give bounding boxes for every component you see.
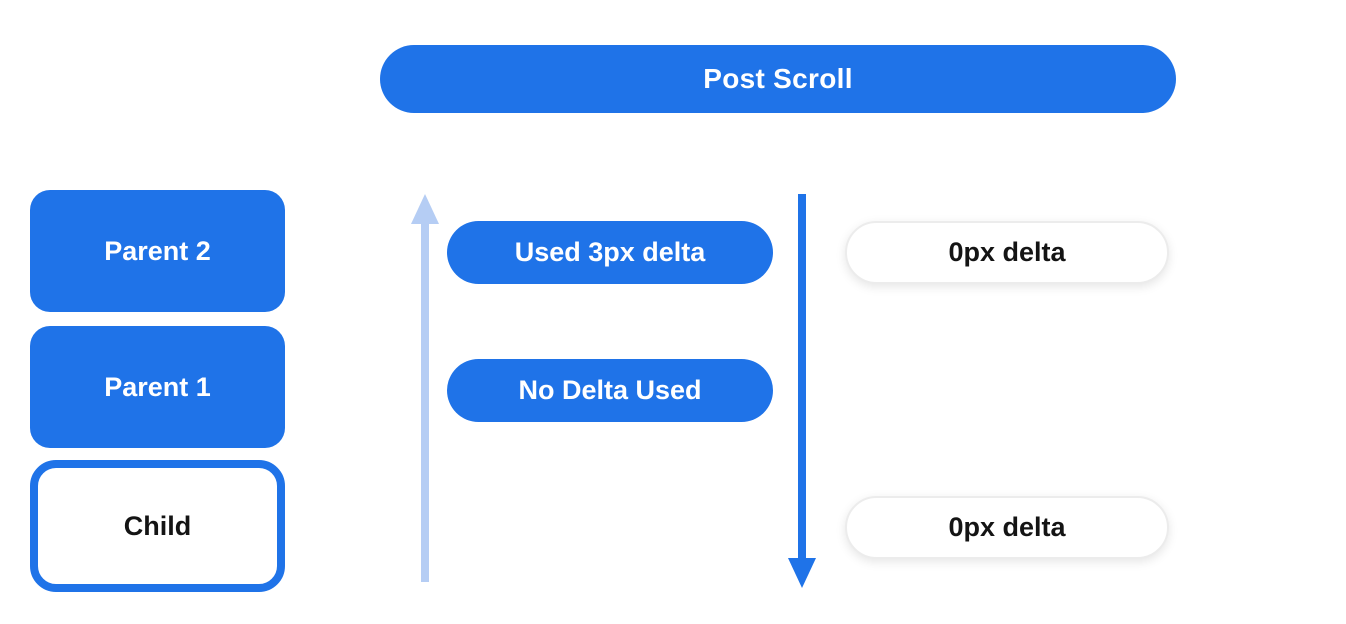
up-arrowhead-icon xyxy=(411,194,439,224)
zero-delta-pill-top: 0px delta xyxy=(845,221,1169,284)
parent-2-box: Parent 2 xyxy=(30,190,285,312)
down-arrow-shaft xyxy=(798,194,806,558)
zero-delta-pill-bottom: 0px delta xyxy=(845,496,1169,559)
up-arrow-shaft xyxy=(421,220,429,582)
zero-delta-top-label: 0px delta xyxy=(948,237,1066,267)
used-delta-pill: Used 3px delta xyxy=(447,221,773,284)
up-arrow-icon xyxy=(411,194,439,584)
child-box: Child xyxy=(30,460,285,592)
no-delta-used-pill: No Delta Used xyxy=(447,359,773,422)
used-delta-label: Used 3px delta xyxy=(514,237,706,267)
child-label: Child xyxy=(123,510,192,541)
down-arrowhead-icon xyxy=(788,558,816,588)
parent-1-label: Parent 1 xyxy=(104,371,211,402)
post-scroll-label: Post Scroll xyxy=(703,63,853,94)
parent-2-label: Parent 2 xyxy=(104,235,211,266)
post-scroll-header: Post Scroll xyxy=(380,45,1176,113)
parent-1-box: Parent 1 xyxy=(30,326,285,448)
down-arrow-icon xyxy=(788,194,816,588)
no-delta-used-label: No Delta Used xyxy=(518,375,702,405)
zero-delta-bottom-label: 0px delta xyxy=(948,512,1066,542)
